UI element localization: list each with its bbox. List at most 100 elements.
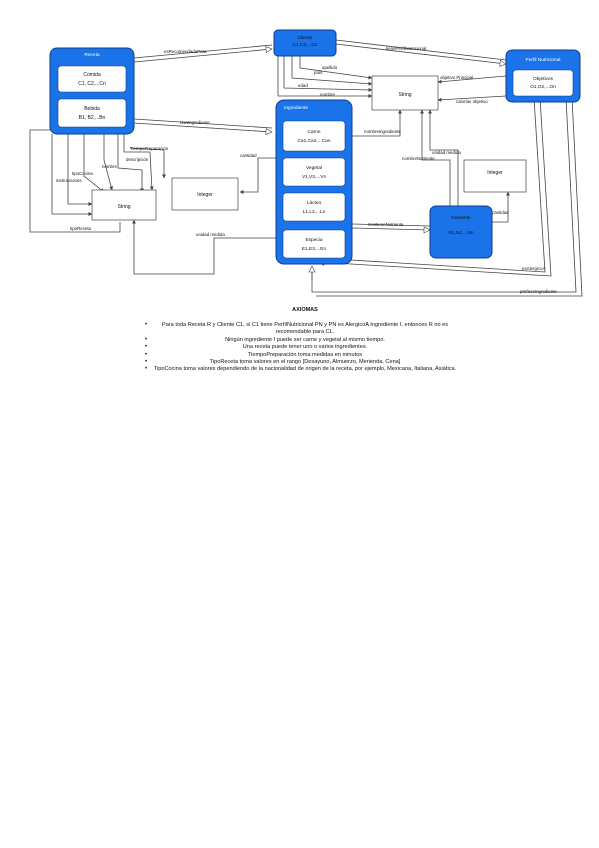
axioms-title: AXIOMAS — [292, 307, 318, 313]
integer-right-label: Integer — [487, 170, 503, 176]
string-top-box — [371, 75, 439, 111]
label-es-alergico: esAlergicoA — [522, 266, 545, 271]
bebida-instances: B1, B2,...Bn — [79, 115, 106, 121]
lacteo-name: Lácteo — [307, 200, 322, 206]
edge-cantidad-nut — [492, 191, 510, 223]
carne-name: Carne — [307, 129, 320, 135]
string-top-label: String — [398, 92, 411, 98]
label-descripcion: descripción — [126, 157, 149, 162]
axioms-section: AXIOMAS Para toda Receta R y Cliente C1,… — [140, 307, 470, 374]
string-left-box — [91, 189, 157, 221]
edge-pais — [291, 56, 373, 86]
label-instrucciones: instrucciones — [56, 178, 82, 183]
edge-es-alergico-line1 — [317, 97, 546, 273]
node-string-left: String — [91, 189, 157, 221]
cliente-name: Cliente — [298, 35, 313, 41]
especia-instances: E1,E2,...En — [302, 246, 327, 252]
axiom-item: Para toda Receta R y Cliente C1, si C1 t… — [140, 322, 470, 337]
label-nombre-receta: nombre — [102, 164, 117, 169]
node-integer-right: Integer — [463, 159, 527, 193]
label-nombre-nutriente: nombreNutriente — [402, 156, 435, 161]
cliente-box — [273, 29, 337, 57]
label-tipo-cocina: tipoCocina — [72, 171, 93, 176]
label-cantidad-nut: cantidad — [492, 210, 509, 215]
comida-name: Comida — [83, 72, 100, 78]
axioms-list: Para toda Receta R y Cliente C1, si C1 t… — [140, 322, 470, 374]
edge-usa-ingrediente-line2 — [133, 122, 272, 132]
label-cantidad-ing: cantidad — [240, 153, 257, 158]
node-nutriente: Nutriente N1,N2,...Nn — [429, 205, 493, 259]
edge-usa-ingrediente-line1 — [133, 118, 273, 129]
lacteo-box — [282, 192, 346, 222]
edge-nombre-ingrediente — [346, 109, 402, 137]
lacteo-instances: L1,L2,...Ln — [303, 209, 326, 215]
edge-tipo-receta — [51, 134, 93, 216]
comida-instances: C1, C2,...Cn — [78, 81, 106, 87]
bebida-name: Bebida — [84, 106, 100, 112]
integer-right-box — [463, 159, 527, 193]
label-usa-ingrediente: UsaIngrediente — [180, 120, 210, 125]
objetivos-name: Objetivos — [533, 76, 554, 82]
edge-es-recomendada-para-line1 — [133, 44, 273, 59]
label-tiene-perfil: tienePerfilNutricional — [386, 46, 426, 51]
label-unidad-medida-nut: unidad medida — [432, 150, 461, 155]
edge-contiene-line1 — [351, 223, 431, 227]
node-receta: Receta Comida C1, C2,...Cn Bebida B1, B2… — [49, 47, 135, 135]
label-calorias-objetivo: calorías objetivo — [456, 99, 488, 104]
edge-nombre-receta — [103, 134, 114, 191]
edge-calorias-objetivo — [437, 95, 507, 102]
edge-nombre-nutriente — [420, 109, 451, 206]
perfil-title: Perfil Nutricional — [526, 57, 561, 63]
label-nombre-cliente: nombre — [320, 92, 335, 97]
axiom-item: Ningún ingrediente I puede ser carne y v… — [140, 337, 470, 345]
string-left-label: String — [117, 204, 130, 210]
vegetal-name: Vegetal — [306, 165, 322, 171]
objetivos-box — [512, 69, 574, 97]
label-objetivo-principal: objetivo Principal — [440, 75, 473, 80]
edge-tipo-cocina — [83, 134, 105, 193]
edge-cantidad-ing — [239, 157, 276, 194]
label-prefiere-ingrediente: prefiereIngrediente — [520, 289, 557, 294]
edge-apellido — [299, 56, 373, 80]
label-nombre-ingrediente: nombreIngrediente — [364, 129, 401, 134]
node-perfil-nutricional: Perfil Nutricional Objetivos O1,O2,...On — [505, 49, 581, 103]
carne-instances: Ca1,Ca2,...Can — [297, 138, 330, 144]
label-es-recomendada-para: esRecomendadaPara — [164, 49, 207, 54]
label-unidad-medida-ing: unidad medida — [196, 232, 225, 237]
edge-edad — [283, 56, 373, 92]
node-ingrediente: Ingrediente Carne Ca1,Ca2,...Can Vegetal… — [275, 99, 353, 265]
edge-unidad-medida-ing — [132, 219, 276, 275]
label-contiene-nutriente: ContieneNutriente — [368, 222, 404, 227]
label-tiempo-preparacion: TiempoPreparación — [130, 146, 169, 151]
edge-instrucciones — [67, 134, 93, 206]
node-cliente: Cliente C1,C2,...Cn — [273, 29, 337, 57]
edge-unidad-medida-nut — [428, 109, 459, 206]
carne-box — [282, 120, 346, 152]
vegetal-instances: V1,V2,...Vn — [302, 174, 327, 180]
especia-name: Especia — [305, 237, 322, 243]
edges — [29, 39, 583, 297]
edge-es-recomendada-para-line2 — [133, 49, 272, 63]
edge-contiene-line2 — [351, 228, 430, 230]
edge-labels: esRecomendadaPara tienePerfilNutricional… — [56, 46, 557, 294]
vegetal-box — [282, 157, 346, 187]
edge-nombre-cliente — [277, 56, 373, 98]
node-integer-mid: Integer — [171, 177, 239, 211]
node-string-top: String — [371, 75, 439, 111]
integer-mid-box — [171, 177, 239, 211]
axiom-item: TipoReceta toma valores en el rango [Des… — [140, 359, 470, 367]
edge-prefiere-line2 — [316, 97, 583, 297]
edge-tiene-perfil-line2 — [335, 43, 506, 64]
edge-tiempo-integer — [129, 147, 166, 179]
label-tipo-receta: tipoReceta — [70, 226, 92, 231]
axiom-item: TipoCocina toma valores dependiendo de l… — [140, 366, 470, 374]
receta-title: Receta — [84, 52, 100, 58]
objetivos-instances: O1,O2,...On — [530, 84, 556, 90]
bebida-box — [57, 98, 127, 128]
label-pais: país — [314, 70, 323, 75]
nutriente-name: Nutriente — [451, 215, 471, 221]
edge-receta-bracket — [29, 129, 121, 233]
edge-prefiere-line1 — [311, 97, 577, 293]
edge-es-alergico-line2 — [318, 97, 552, 277]
